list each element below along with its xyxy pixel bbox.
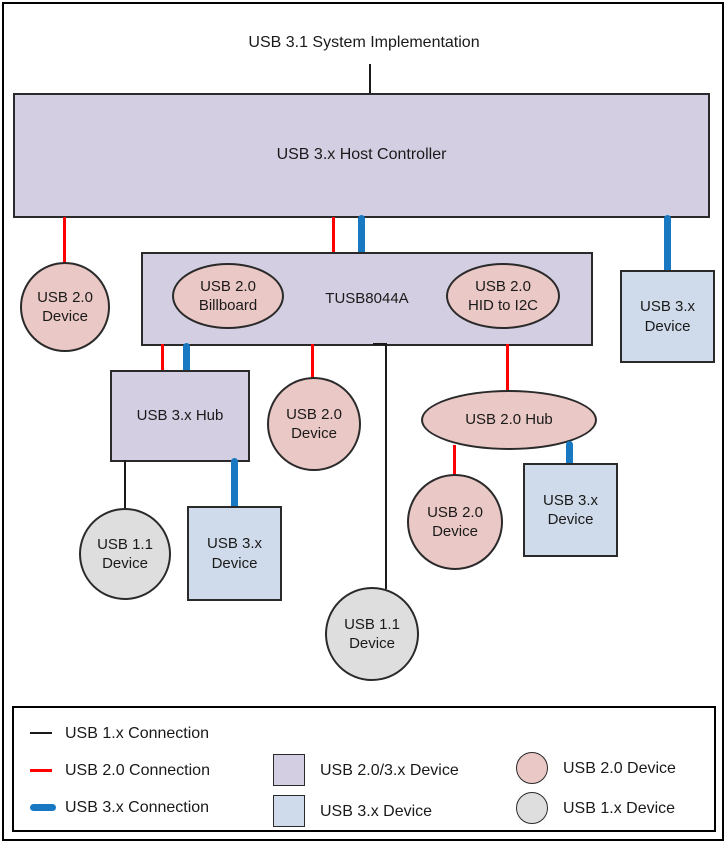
legend bbox=[12, 706, 716, 832]
node-label: TUSB8044A bbox=[325, 290, 409, 308]
node-label: USB 3.x Device bbox=[206, 535, 263, 572]
legend-usb1-line-sample bbox=[30, 732, 52, 734]
node-label: USB 2.0 Billboard bbox=[198, 277, 258, 315]
legend-label-usb23-device: USB 2.0/3.x Device bbox=[320, 762, 459, 779]
legend-swatch-usb1-device bbox=[516, 792, 548, 824]
node-label: USB 2.0 HID to I2C bbox=[467, 277, 539, 315]
connector-title-to-host bbox=[369, 64, 371, 93]
connector-usb3-host-to-right-device bbox=[664, 215, 671, 274]
node-usb2-device-under-hub2: USB 2.0 Device bbox=[407, 474, 503, 570]
node-usb3-device-under-hub2: USB 3.x Device bbox=[523, 463, 618, 557]
node-label: USB 2.0 Device bbox=[37, 288, 93, 326]
legend-swatch-usb23-device bbox=[273, 754, 305, 786]
connector-usb1-tusb-to-bottom-device bbox=[385, 343, 387, 589]
node-label: USB 3.x Device bbox=[542, 491, 599, 529]
legend-swatch-usb3-device bbox=[273, 795, 305, 827]
node-usb1-device-left: USB 1.1 Device bbox=[79, 508, 171, 600]
node-label: USB 2.0 Device bbox=[427, 503, 483, 541]
connector-usb3-host-to-tusb bbox=[358, 215, 365, 255]
legend-label-usb1-connection: USB 1.x Connection bbox=[65, 725, 210, 742]
legend-label-usb3-device: USB 3.x Device bbox=[320, 803, 433, 820]
node-usb2-hub: USB 2.0 Hub bbox=[421, 390, 597, 450]
node-usb3x-host-controller: USB 3.x Host Controller bbox=[13, 93, 710, 218]
connector-usb2-tusb-to-hub2 bbox=[506, 344, 509, 393]
legend-usb2-line-sample bbox=[30, 769, 52, 772]
connector-usb1-tusb-elbow bbox=[373, 343, 387, 345]
connector-usb2-tusb-to-mid-device bbox=[311, 344, 314, 379]
node-label: USB 3.x Hub bbox=[136, 407, 224, 425]
connector-usb2-host-to-left-device bbox=[63, 217, 66, 264]
node-label: USB 3.x Host Controller bbox=[276, 146, 447, 164]
node-label: USB 1.1 Device bbox=[97, 535, 153, 573]
node-usb3x-hub: USB 3.x Hub bbox=[110, 370, 250, 462]
connector-usb1-hub3-to-device bbox=[124, 460, 126, 510]
node-tusb8044a: TUSB8044A USB 2.0 Billboard USB 2.0 HID … bbox=[141, 252, 593, 346]
node-usb2-billboard: USB 2.0 Billboard bbox=[172, 263, 284, 329]
node-usb1-device-bottom: USB 1.1 Device bbox=[325, 587, 419, 681]
node-label: USB 2.0 Hub bbox=[465, 411, 553, 429]
connector-usb3-hub3-to-device bbox=[231, 458, 238, 512]
node-usb3-device-under-hub3: USB 3.x Device bbox=[187, 506, 282, 601]
legend-label-usb3-connection: USB 3.x Connection bbox=[65, 799, 210, 816]
legend-label-usb2-connection: USB 2.0 Connection bbox=[65, 762, 210, 779]
node-usb2-device-left: USB 2.0 Device bbox=[20, 262, 110, 352]
node-usb2-device-mid: USB 2.0 Device bbox=[267, 377, 361, 471]
connector-usb3-tusb-to-hub3 bbox=[183, 343, 190, 373]
node-label: USB 1.1 Device bbox=[344, 615, 400, 653]
legend-label-usb2-device: USB 2.0 Device bbox=[563, 760, 676, 777]
legend-label-usb1-device: USB 1.x Device bbox=[563, 800, 676, 817]
connector-usb3-hub2-to-device bbox=[566, 441, 573, 470]
node-usb2-hid-to-i2c: USB 2.0 HID to I2C bbox=[446, 263, 560, 329]
connector-usb2-tusb-to-hub3 bbox=[161, 344, 164, 372]
node-label: USB 3.x Device bbox=[639, 298, 696, 335]
legend-swatch-usb2-device bbox=[516, 752, 548, 784]
node-usb3-device-right: USB 3.x Device bbox=[620, 270, 715, 363]
connector-usb2-host-to-tusb bbox=[332, 217, 335, 253]
diagram-title: USB 3.1 System Implementation bbox=[248, 34, 480, 51]
connector-usb2-hub2-to-device bbox=[453, 445, 456, 477]
node-label: USB 2.0 Device bbox=[286, 405, 342, 443]
legend-usb3-line-sample bbox=[30, 804, 56, 811]
